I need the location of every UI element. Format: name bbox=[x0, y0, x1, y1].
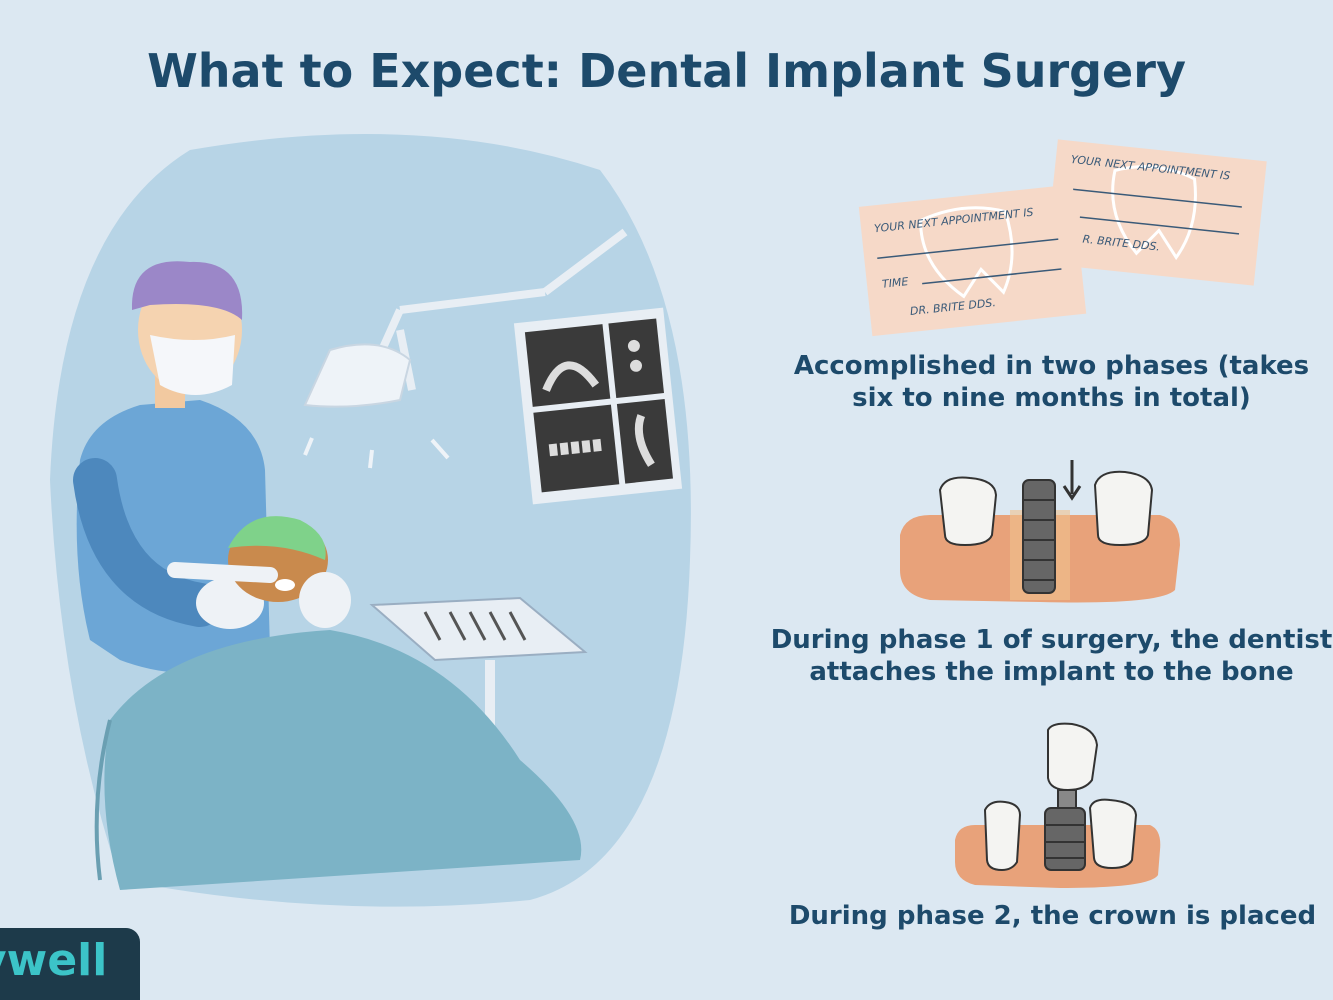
instrument-tray bbox=[369, 596, 588, 740]
brand-logo: ywell bbox=[0, 928, 140, 1000]
caption-two-phases: Accomplished in two phases (takes six to… bbox=[793, 351, 1310, 413]
caption-phase1: During phase 1 of surgery, the dentist a… bbox=[770, 625, 1333, 687]
page-title: What to Expect: Dental Implant Surgery bbox=[147, 44, 1186, 98]
patient-figure bbox=[167, 516, 351, 628]
brand-logo-text: ywell bbox=[0, 935, 108, 986]
dentist-figure bbox=[73, 261, 271, 673]
dental-lamp bbox=[303, 228, 628, 469]
card-front-line2: TIME bbox=[881, 275, 909, 291]
xray-panel bbox=[513, 307, 683, 505]
caption-phase2: During phase 2, the crown is placed bbox=[788, 901, 1317, 931]
patient-blanket bbox=[104, 630, 582, 890]
appointment-card-back: YOUR NEXT APPOINTMENT IS E R. BRITE DDS. bbox=[1044, 139, 1267, 286]
appointment-card-front: YOUR NEXT APPOINTMENT IS TIME DR. BRITE … bbox=[858, 184, 1087, 337]
implant-phase2-diagram bbox=[955, 722, 1161, 888]
implant-phase1-diagram bbox=[900, 460, 1180, 603]
